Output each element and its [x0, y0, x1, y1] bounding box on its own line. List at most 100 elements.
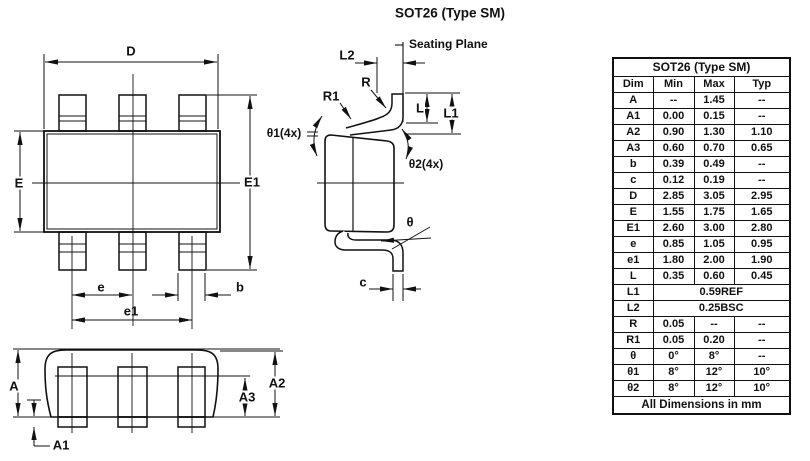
front-view-body: [44, 349, 219, 418]
cell-dim: b: [612, 156, 654, 173]
top-view-pins-top: [58, 94, 207, 132]
dim-D: [43, 54, 219, 129]
dim-label-e-pitch: e: [97, 279, 105, 295]
cell-dim: E: [612, 204, 654, 221]
dim-label-c: c: [359, 274, 367, 290]
cell-dim: L: [612, 268, 654, 285]
table-header-row: Dim Min Max Typ: [612, 76, 791, 93]
table-footer: All Dimensions in mm: [612, 396, 791, 415]
angle-theta: [380, 226, 432, 250]
cell-min: 0.39: [652, 156, 695, 173]
front-view-leads: [57, 366, 206, 428]
dim-L2: [355, 57, 425, 93]
cell-dim: θ1: [612, 364, 654, 381]
cell-max: 12°: [693, 380, 735, 397]
cell-dim: R1: [612, 332, 654, 349]
cell-dim: e: [612, 236, 654, 253]
cell-min: 1.80: [652, 252, 695, 269]
cell-typ: --: [733, 172, 791, 189]
cell-typ: 2.80: [733, 220, 791, 237]
dim-label-a2: A2: [267, 375, 287, 391]
cell-min: 0.90: [652, 124, 695, 141]
cell-dim: L1: [612, 284, 654, 301]
cell-max: 3.05: [693, 188, 735, 205]
cell-dim: e1: [612, 252, 654, 269]
seating-plane-label: Seating Plane: [409, 37, 488, 51]
cell-max: 0.20: [693, 332, 735, 349]
cell-max: 2.00: [693, 252, 735, 269]
dim-A1: [27, 399, 50, 447]
cell-typ: --: [733, 348, 791, 365]
cell-min: --: [652, 92, 695, 109]
top-view-body: [43, 130, 221, 233]
cell-typ: 1.10: [733, 124, 791, 141]
col-header-dim: Dim: [612, 76, 654, 93]
dim-L: [405, 92, 460, 124]
table-title: SOT26 (Type SM): [612, 57, 791, 77]
angle-label-theta1: θ1(4x): [266, 126, 302, 140]
cell-typ: 1.90: [733, 252, 791, 269]
cell-dim: A1: [612, 108, 654, 125]
dim-label-d: D: [126, 43, 136, 59]
dim-label-e1-pitch: e1: [123, 303, 139, 319]
cell-dim: E1: [612, 220, 654, 237]
cell-max: 1.75: [693, 204, 735, 221]
cell-typ: 0.65: [733, 140, 791, 157]
table-title-row: SOT26 (Type SM): [612, 57, 791, 77]
cell-typ: 2.95: [733, 188, 791, 205]
cell-max: 0.15: [693, 108, 735, 125]
top-view-pins-bottom: [58, 231, 207, 271]
cell-min: 0.12: [652, 172, 695, 189]
dimension-table: SOT26 (Type SM) Dim Min Max Typ A--1.45-…: [612, 57, 791, 415]
dim-b: [152, 273, 231, 301]
angle-theta1: [307, 115, 323, 157]
leader-R1: [339, 102, 352, 120]
dim-label-l2: L2: [339, 47, 355, 63]
cell-min: 8°: [652, 380, 695, 397]
cell-dim: θ: [612, 348, 654, 365]
cell-typ: 0.45: [733, 268, 791, 285]
cell-min: 2.60: [652, 220, 695, 237]
angle-label-theta2: θ2(4x): [408, 157, 444, 171]
dim-label-r1: R1: [322, 88, 340, 104]
cell-max: 0.19: [693, 172, 735, 189]
cell-max: 0.60: [693, 268, 735, 285]
col-header-max: Max: [693, 76, 735, 93]
dim-label-l: L: [415, 100, 425, 116]
dim-label-l1: L1: [442, 105, 460, 121]
cell-dim: D: [612, 188, 654, 205]
cell-typ: 1.65: [733, 204, 791, 221]
cell-min: 0.85: [652, 236, 695, 253]
cell-min: 2.85: [652, 188, 695, 205]
dim-label-a3: A3: [237, 389, 257, 405]
cell-min: 0.05: [652, 332, 695, 349]
dim-label-b: b: [236, 279, 244, 295]
cell-max: 1.30: [693, 124, 735, 141]
cell-min: 0.05: [652, 316, 695, 333]
cell-max: 0.70: [693, 140, 735, 157]
cell-dim: A3: [612, 140, 654, 157]
cell-max: 12°: [693, 364, 735, 381]
cell-max: 8°: [693, 348, 735, 365]
cell-max: 0.49: [693, 156, 735, 173]
cell-typ: --: [733, 156, 791, 173]
leader-R: [370, 89, 387, 109]
cell-dim: R: [612, 316, 654, 333]
col-header-typ: Typ: [733, 76, 791, 93]
cell-max: 1.05: [693, 236, 735, 253]
